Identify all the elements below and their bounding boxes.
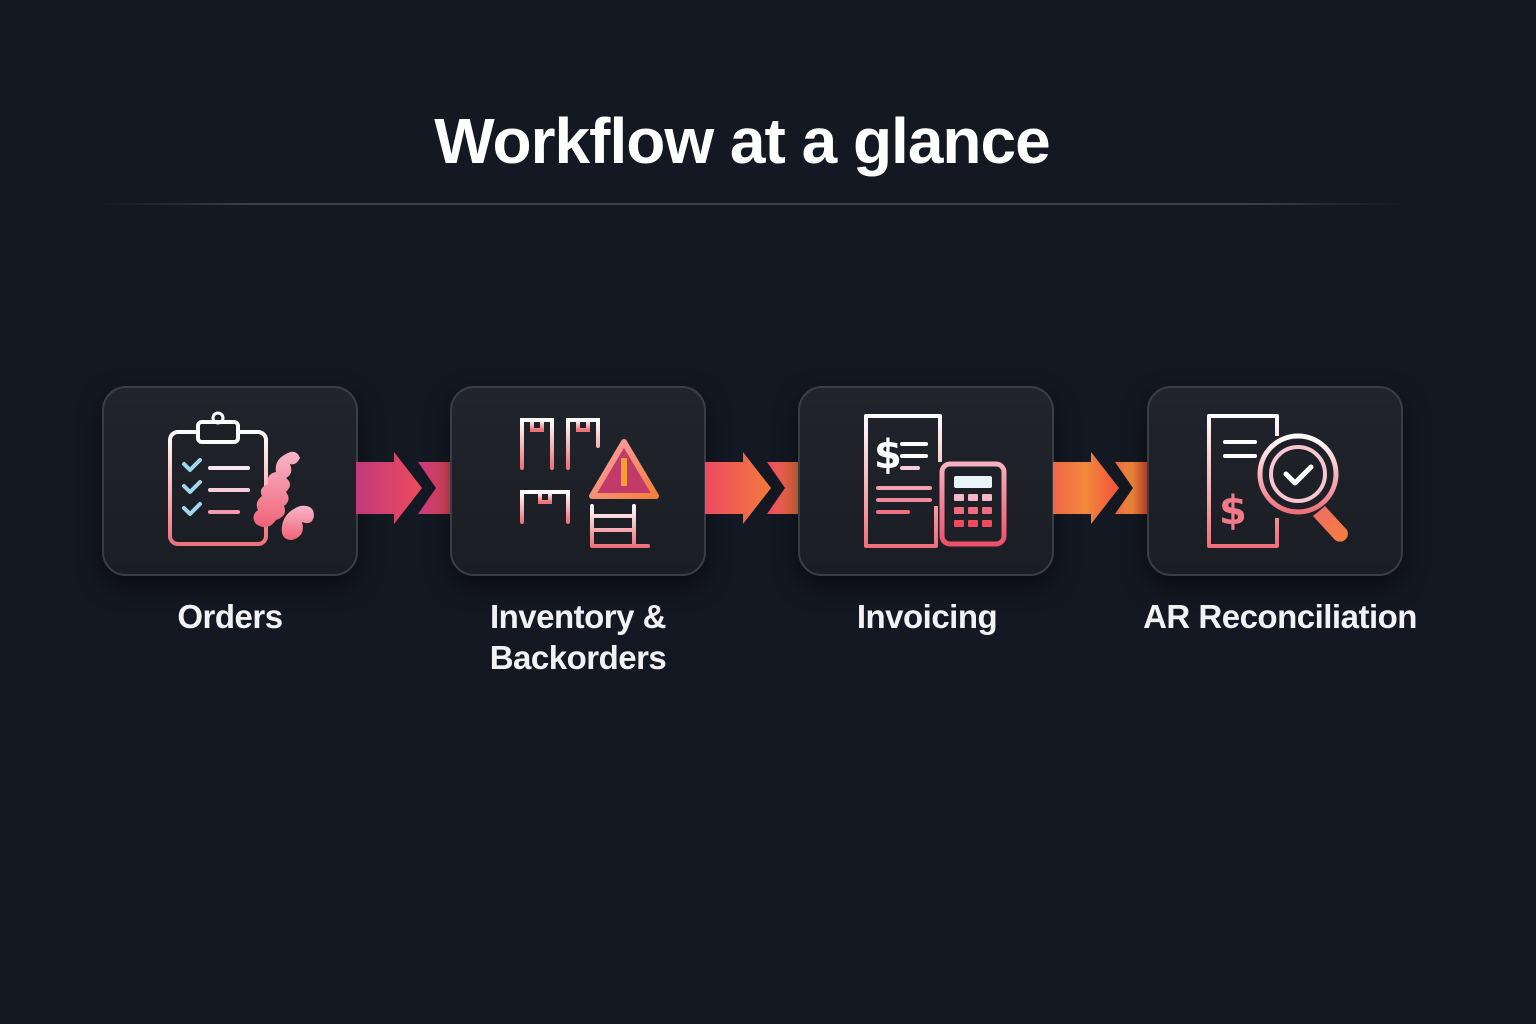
title-divider <box>96 203 1406 205</box>
step-card-invoicing[interactable]: $ <box>798 386 1054 576</box>
step-label-orders: Orders <box>177 598 283 635</box>
step-card-orders[interactable] <box>102 386 358 576</box>
page-title: Workflow at a glance <box>434 105 1050 177</box>
warehouse-shelves-warning-icon <box>504 414 659 548</box>
arrow-right-icon <box>1053 452 1149 524</box>
step-label-line-1: Inventory & <box>489 598 667 635</box>
document-magnifier-check-icon: $ <box>1207 414 1348 548</box>
step-label-ar-reconciliation: AR Reconciliation <box>1143 598 1417 635</box>
step-card-ar-reconciliation[interactable]: $ <box>1147 386 1403 576</box>
step-label-inventory-backorders: Inventory & Backorders <box>418 596 738 678</box>
invoice-calculator-icon: $ <box>864 414 1007 548</box>
step-label-line-2: Backorders <box>489 639 667 676</box>
svg-text:$: $ <box>1219 488 1247 534</box>
arrow-right-icon <box>356 452 452 524</box>
svg-text:$: $ <box>874 432 902 478</box>
clipboard-checklist-icon <box>168 411 314 546</box>
step-label-invoicing: Invoicing <box>856 598 998 635</box>
arrow-right-icon <box>705 452 801 524</box>
step-card-inventory-backorders[interactable] <box>450 386 706 576</box>
